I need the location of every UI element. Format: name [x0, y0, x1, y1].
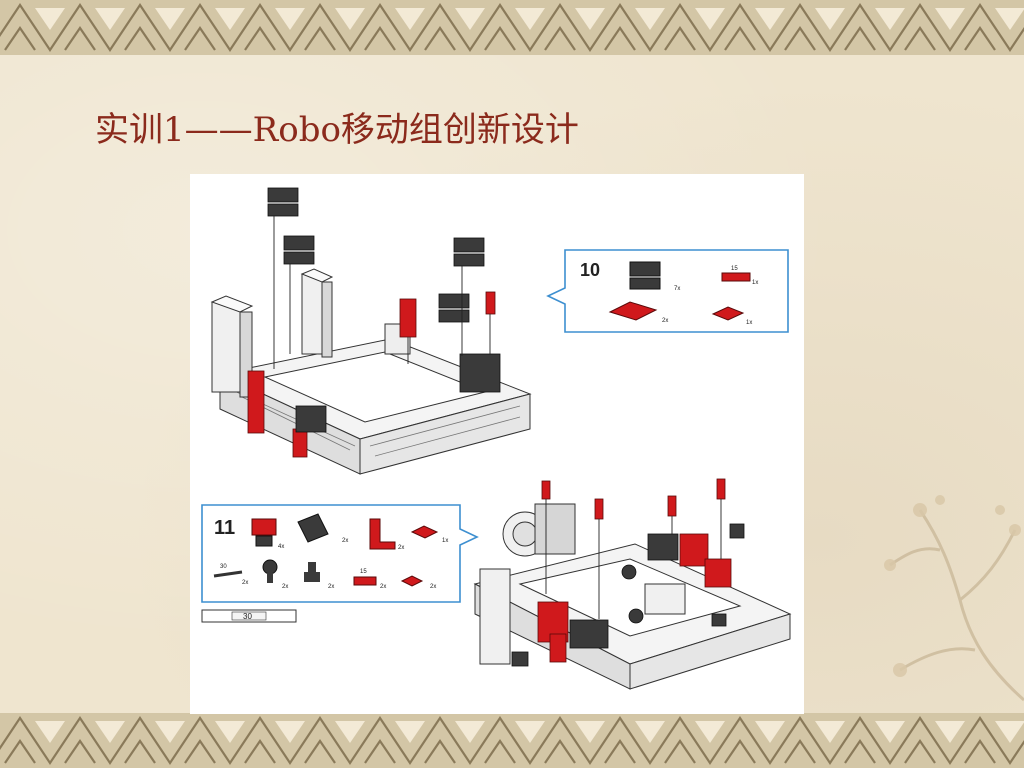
slide-title: 实训1——Robo移动组创新设计 [95, 110, 579, 150]
step-10-qty-dark-block: 7x [674, 286, 680, 292]
step-11-qty-plate-small: 2x [430, 584, 436, 590]
dark-block-icon [297, 513, 329, 543]
step-11-strut-label: 15 [360, 569, 367, 575]
step-11-qty-red-block: 4x [278, 544, 284, 550]
red-strut-15-icon [353, 576, 377, 586]
gear-hub-icon [262, 559, 278, 583]
plum-branch-decoration [884, 495, 1024, 702]
step-11-qty-gear-hub: 2x [282, 584, 288, 590]
length-ruler [201, 609, 297, 623]
step-11-number: 11 [214, 517, 235, 539]
red-plate-icon [608, 301, 658, 321]
red-strut-15-icon [721, 272, 751, 282]
step-10-assembly-drawing [210, 187, 532, 475]
step-10-qty-strut: 1x [752, 280, 758, 286]
dark-connector-icon [304, 562, 320, 582]
red-plate-small-icon [711, 306, 745, 321]
decorative-border-top [0, 0, 1024, 55]
ruler-label: 30 [243, 612, 252, 621]
red-block-icon [251, 518, 277, 547]
step-11-qty-plate: 1x [442, 538, 448, 544]
step-10-qty-plate-small: 1x [746, 320, 752, 326]
step-10-number: 10 [580, 260, 600, 280]
step-10-strut-label: 15 [731, 266, 738, 272]
step-11-qty-strut: 2x [380, 584, 386, 590]
step-11-qty-bracket: 2x [398, 545, 404, 551]
step-11-qty-dark-block: 2x [342, 538, 348, 544]
step-11-axle-label: 30 [220, 564, 227, 570]
red-plate-small-icon [400, 575, 424, 587]
step-11-qty-axle: 2x [242, 580, 248, 586]
step-10-qty-plate: 2x [662, 318, 668, 324]
step-11-assembly-drawing [473, 478, 792, 690]
axle-30-icon [213, 570, 243, 578]
dark-block-icon [629, 261, 661, 290]
step-11-qty-connector: 2x [328, 584, 334, 590]
decorative-border-bottom [0, 713, 1024, 768]
assembly-instructions-image: 10 7x 15 1x 2x 1x 11 4x 2x [190, 174, 804, 714]
red-angle-bracket-icon [369, 518, 396, 550]
red-plate-icon [410, 525, 439, 539]
